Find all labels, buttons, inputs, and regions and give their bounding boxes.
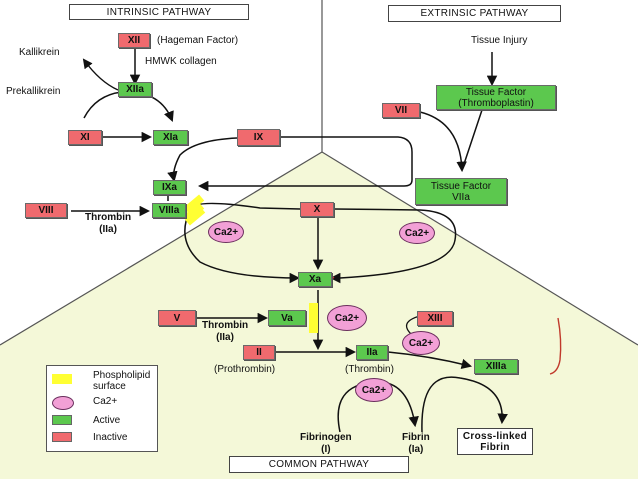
- calcium-ion-4: Ca2+: [402, 331, 440, 355]
- legend-active-swatch: [52, 415, 72, 425]
- tissue-injury-label: Tissue Injury: [471, 35, 528, 46]
- factor-xi: XI: [68, 130, 102, 145]
- calcium-ion-1: Ca2+: [208, 221, 244, 243]
- factor-ii: II: [243, 345, 275, 360]
- factor-xii: XII: [118, 33, 150, 48]
- phospholipid-surface-2: [309, 303, 318, 333]
- tissue-factor-viia: Tissue Factor VIIa: [415, 178, 507, 205]
- fibrinogen-label: Fibrinogen (I): [300, 432, 352, 455]
- intrinsic-region: [0, 0, 322, 345]
- factor-ix: IX: [237, 129, 280, 146]
- factor-v: V: [158, 310, 196, 326]
- factor-viii: VIII: [25, 203, 67, 218]
- intrinsic-pathway-title: INTRINSIC PATHWAY: [69, 4, 249, 20]
- factor-xiii: XIII: [417, 311, 453, 326]
- legend-active-label: Active: [93, 415, 121, 426]
- calcium-ion-5: Ca2+: [355, 378, 393, 402]
- legend-phospholipid-label: Phospholipid surface: [93, 370, 151, 392]
- hmwk-collagen-label: HMWK collagen: [145, 56, 217, 67]
- legend-calcium-label: Ca2+: [93, 396, 118, 407]
- extrinsic-region: [322, 0, 638, 345]
- factor-xa: Xa: [298, 272, 332, 287]
- legend-inactive-swatch: [52, 432, 72, 442]
- thrombin-label: (Thrombin): [345, 364, 394, 375]
- hageman-factor-label: (Hageman Factor): [157, 35, 239, 46]
- cross-linked-fibrin-box: Cross-linked Fibrin: [457, 428, 533, 455]
- prekallikrein-label: Prekallikrein: [6, 86, 61, 97]
- factor-viiia: VIIIa: [152, 203, 186, 218]
- kallikrein-label: Kallikrein: [19, 47, 60, 58]
- calcium-ion-3: Ca2+: [327, 305, 367, 331]
- legend: Phospholipid surface Ca2+ Active Inactiv…: [46, 365, 158, 452]
- factor-xiiia: XIIIa: [474, 359, 518, 374]
- factor-iia: IIa: [356, 345, 388, 360]
- factor-vii: VII: [382, 103, 420, 118]
- factor-va: Va: [268, 310, 306, 326]
- fibrin-label: Fibrin (Ia): [402, 432, 430, 455]
- calcium-ion-2: Ca2+: [399, 222, 435, 244]
- common-pathway-title: COMMON PATHWAY: [229, 456, 409, 473]
- thrombin-iia-label-1: Thrombin (IIa): [85, 212, 132, 235]
- factor-ixa: IXa: [153, 180, 186, 195]
- legend-calcium-swatch: [52, 396, 74, 410]
- factor-xia: XIa: [153, 130, 188, 145]
- common-region: [0, 152, 638, 479]
- factor-x: X: [300, 202, 334, 217]
- factor-xiia: XIIa: [118, 82, 152, 97]
- tissue-factor-thromboplastin: Tissue Factor (Thromboplastin): [436, 85, 556, 110]
- legend-inactive-label: Inactive: [93, 432, 128, 443]
- thrombin-iia-label-2: Thrombin (IIa): [202, 320, 249, 343]
- legend-phospholipid-swatch: [52, 374, 72, 384]
- prothrombin-label: (Prothrombin): [214, 364, 276, 375]
- extrinsic-pathway-title: EXTRINSIC PATHWAY: [388, 5, 561, 22]
